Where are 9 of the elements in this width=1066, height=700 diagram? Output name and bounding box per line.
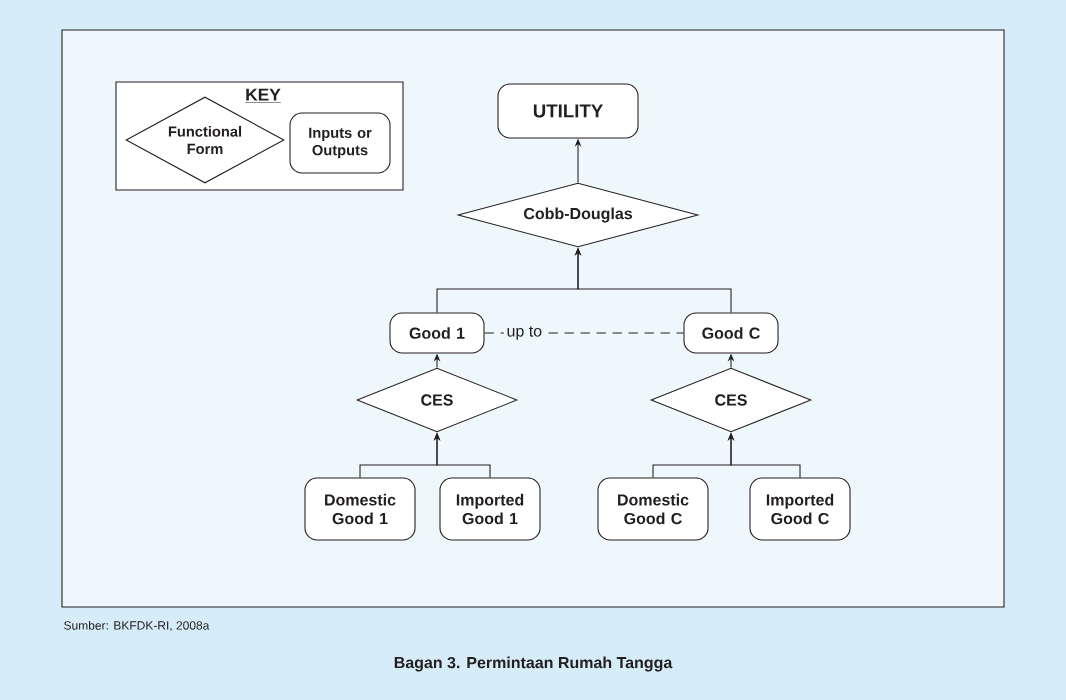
good-box: Good 1 xyxy=(389,312,485,354)
input-box: Domestic Good 1 xyxy=(304,477,416,541)
caption: Bagan 3. Permintaan Rumah Tangga xyxy=(394,656,673,672)
input-box: Domestic Good C xyxy=(597,477,709,541)
input-box: Imported Good C xyxy=(749,477,851,541)
good-box: Good C xyxy=(683,312,779,354)
source-note: Sumber: BKFDK-RI, 2008a xyxy=(64,620,210,632)
input-box: Imported Good 1 xyxy=(439,477,541,541)
output-box: UTILITY xyxy=(497,83,639,139)
